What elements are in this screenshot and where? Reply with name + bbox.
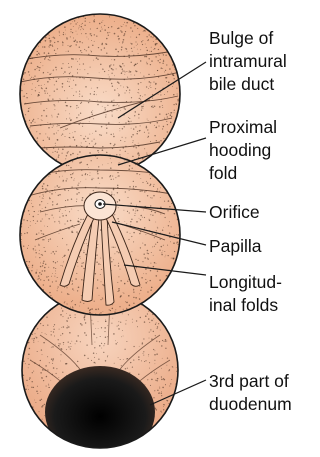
label-bulge-of-bile-duct: Bulge of intramural bile duct bbox=[209, 28, 292, 94]
label-proximal-hooding-fold: Proximal hooding fold bbox=[209, 117, 282, 183]
label-papilla: Papilla bbox=[209, 236, 262, 256]
duodenal-lumen bbox=[45, 366, 155, 457]
duodenum-third-part-view bbox=[22, 292, 178, 457]
papilla-mound bbox=[84, 192, 116, 220]
label-third-part-of-duodenum: 3rd part of duodenum bbox=[209, 371, 294, 414]
papilla-view bbox=[20, 155, 180, 316]
label-orifice: Orifice bbox=[209, 202, 260, 222]
label-longitudinal-folds: Longitud- inal folds bbox=[209, 272, 287, 315]
